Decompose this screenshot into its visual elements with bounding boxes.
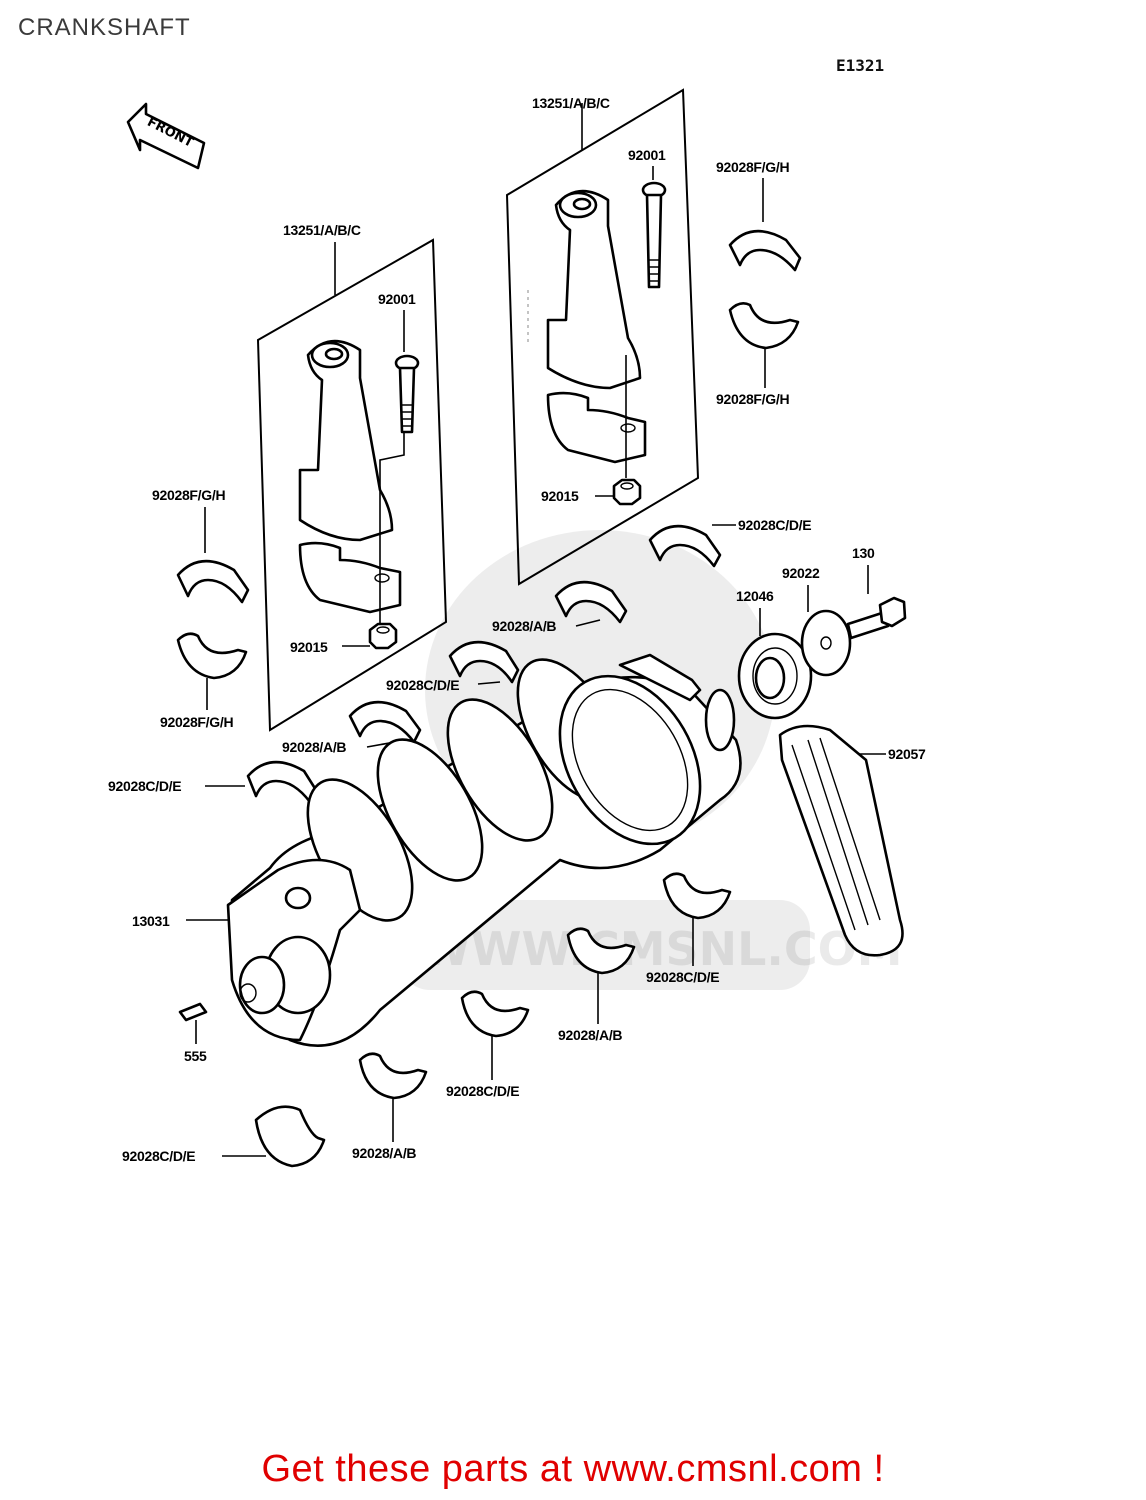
callout-bearing-ab-1: 92028/A/B bbox=[492, 618, 556, 634]
callout-chain: 92057 bbox=[888, 746, 926, 762]
front-arrow-icon: FRONT bbox=[126, 102, 206, 170]
bearing-shell-ab-4 bbox=[358, 1052, 428, 1100]
watermark-text: WWW.CMSNL.COM bbox=[420, 922, 903, 976]
callout-bearing-cde-2: 92028C/D/E bbox=[386, 677, 459, 693]
callout-conrod-left: 13251/A/B/C bbox=[283, 222, 361, 238]
page-title: CRANKSHAFT bbox=[18, 14, 191, 41]
sprocket bbox=[737, 632, 813, 720]
callout-bolt-left: 92001 bbox=[378, 291, 416, 307]
callout-washer: 92022 bbox=[782, 565, 820, 581]
diagram-code: E1321 bbox=[836, 56, 885, 75]
bearing-shell-ab-2 bbox=[348, 700, 422, 744]
bearing-shell-fgh-4 bbox=[176, 632, 248, 680]
callout-nut-left: 92015 bbox=[290, 639, 328, 655]
washer bbox=[800, 609, 852, 677]
callout-bearing-ab-3: 92028/A/B bbox=[558, 1027, 622, 1043]
conrod-assembly-right bbox=[505, 88, 700, 586]
callout-pin: 555 bbox=[184, 1048, 207, 1064]
callout-bearing-fgh-2: 92028F/G/H bbox=[716, 391, 789, 407]
crankshaft bbox=[226, 653, 742, 1048]
crankshaft-exploded-diagram: WWW.CMSNL.COM FRONT 13251/A/B/C 92001 92… bbox=[108, 88, 926, 1168]
bearing-shell-ab-3 bbox=[566, 927, 636, 975]
callout-nut-right: 92015 bbox=[541, 488, 579, 504]
call-to-action-link[interactable]: Get these parts at www.cmsnl.com ! bbox=[261, 1448, 885, 1490]
bearing-shell-fgh-2 bbox=[728, 302, 800, 350]
bearing-shell-ab-1 bbox=[554, 580, 628, 624]
bearing-shell-cde-3 bbox=[246, 760, 318, 804]
callout-bearing-fgh-4: 92028F/G/H bbox=[160, 714, 233, 730]
bearing-shell-cde-4 bbox=[662, 872, 732, 920]
callout-bearing-cde-3: 92028C/D/E bbox=[108, 778, 181, 794]
callout-sprocket: 12046 bbox=[736, 588, 774, 604]
pin bbox=[178, 1002, 208, 1022]
callout-bolt-right: 92001 bbox=[628, 147, 666, 163]
callout-bearing-ab-2: 92028/A/B bbox=[282, 739, 346, 755]
callout-bearing-cde-1: 92028C/D/E bbox=[738, 517, 811, 533]
bolt bbox=[846, 596, 907, 640]
bearing-shell-cde-1 bbox=[648, 524, 722, 568]
bearing-shell-cde-6 bbox=[254, 1105, 326, 1168]
callout-bearing-ab-4: 92028/A/B bbox=[352, 1145, 416, 1161]
timing-chain bbox=[778, 724, 904, 957]
callout-bearing-cde-6: 92028C/D/E bbox=[122, 1148, 195, 1164]
bearing-shell-cde-2 bbox=[448, 640, 520, 684]
conrod-assembly-left bbox=[256, 238, 448, 732]
callout-crankshaft: 13031 bbox=[132, 913, 170, 929]
callout-bearing-fgh-1: 92028F/G/H bbox=[716, 159, 789, 175]
callout-bearing-cde-5: 92028C/D/E bbox=[446, 1083, 519, 1099]
bearing-shell-cde-5 bbox=[460, 990, 530, 1038]
bearing-shell-fgh-3 bbox=[176, 559, 250, 604]
callout-bearing-cde-4: 92028C/D/E bbox=[646, 969, 719, 985]
callout-conrod-right: 13251/A/B/C bbox=[532, 95, 610, 111]
bearing-shell-fgh-1 bbox=[728, 229, 802, 272]
callout-bolt-130: 130 bbox=[852, 545, 875, 561]
callout-bearing-fgh-3: 92028F/G/H bbox=[152, 487, 225, 503]
